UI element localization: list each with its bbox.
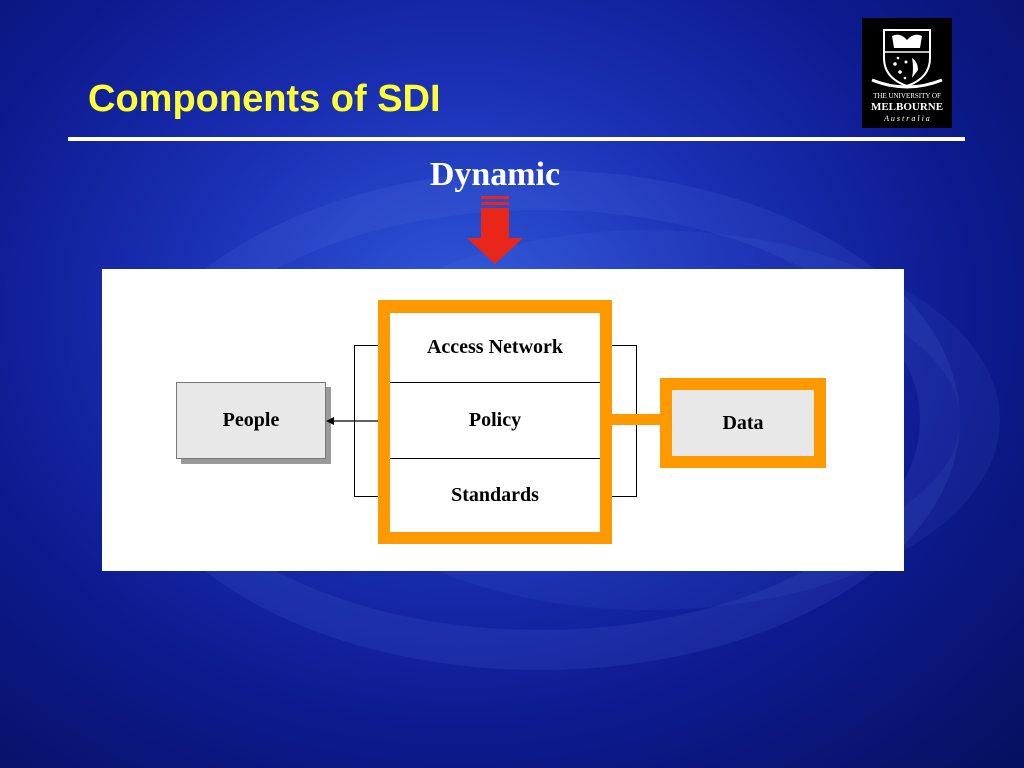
- data-box: Data: [672, 390, 814, 456]
- slide-title: Components of SDI: [88, 78, 441, 120]
- policy-label: Policy: [468, 409, 522, 431]
- people-box: People: [176, 382, 326, 459]
- logo-line-2: MELBOURNE: [870, 101, 944, 113]
- university-logo: THE UNIVERSITY OF MELBOURNE A u s t r a …: [862, 18, 952, 128]
- center-divider: [390, 458, 600, 459]
- down-arrow-icon: [467, 196, 523, 264]
- center-divider: [390, 382, 600, 383]
- data-label: Data: [722, 411, 764, 434]
- center-group: [390, 313, 600, 532]
- crest-icon: [871, 29, 943, 89]
- logo-line-3: A u s t r a l i a: [884, 114, 930, 123]
- standards-label: Standards: [451, 484, 539, 506]
- access-network-label: Access Network: [426, 336, 564, 358]
- data-connector: [604, 414, 664, 425]
- logo-line-1: THE UNIVERSITY OF: [873, 92, 941, 100]
- people-label: People: [222, 409, 280, 431]
- title-divider: [68, 137, 965, 141]
- dynamic-label: Dynamic: [429, 156, 561, 193]
- left-bracket: [354, 345, 381, 497]
